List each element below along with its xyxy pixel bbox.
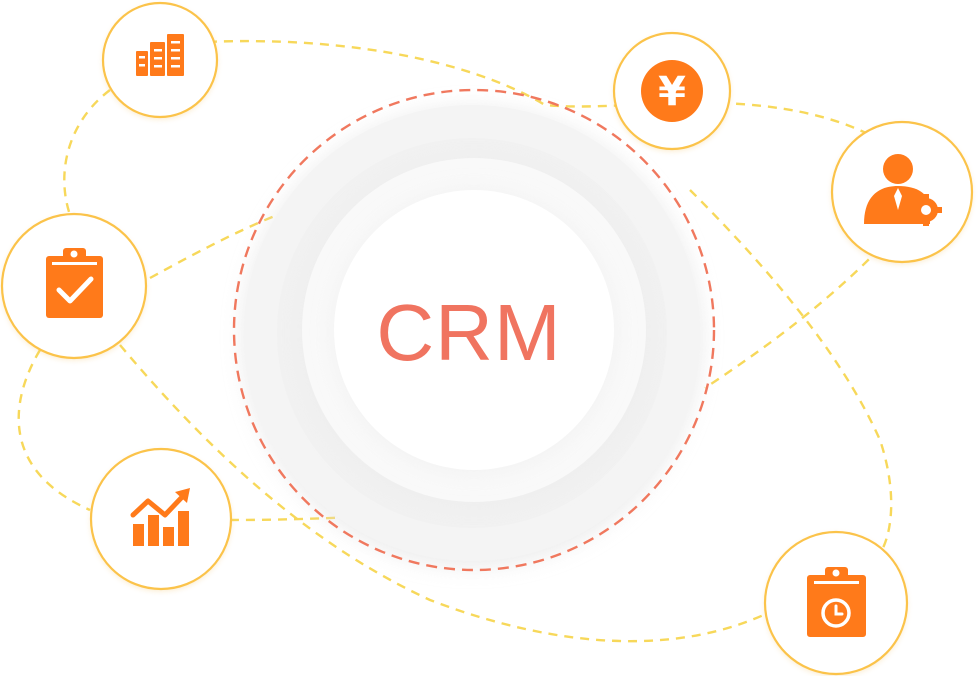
connector-line	[704, 247, 881, 390]
connector-line	[119, 344, 771, 643]
connector-line	[719, 101, 871, 137]
connector-line	[689, 189, 893, 561]
clipboard-check-icon	[46, 248, 103, 318]
center-hub	[232, 88, 716, 572]
yuan-coin-icon: ¥	[641, 60, 703, 122]
orbit-ring	[232, 88, 716, 572]
connector-line	[63, 89, 111, 216]
growth-chart-icon	[130, 488, 190, 546]
clipboard-clock-icon	[807, 567, 866, 637]
buildings-icon	[136, 34, 184, 76]
connector-line	[17, 349, 91, 512]
connector-line	[149, 208, 291, 280]
customer-service-icon	[864, 154, 942, 226]
crm-title: CRM	[376, 288, 562, 377]
module-node	[89, 447, 233, 591]
svg-text:¥: ¥	[658, 69, 686, 115]
